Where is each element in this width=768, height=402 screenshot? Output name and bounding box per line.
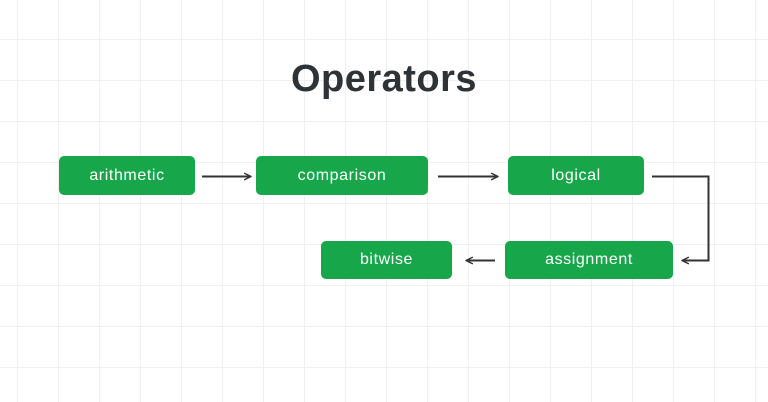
- node-assignment-label: assignment: [545, 251, 633, 268]
- node-assignment: assignment: [505, 241, 673, 279]
- node-arithmetic-label: arithmetic: [89, 166, 165, 184]
- diagram-title: Operators: [290, 58, 478, 100]
- node-logical-label: logical: [551, 166, 601, 184]
- node-logical: logical: [508, 156, 644, 195]
- node-bitwise-label: bitwise: [359, 251, 414, 268]
- node-comparison-label: comparison: [297, 166, 387, 184]
- node-comparison: comparison: [256, 156, 428, 195]
- node-arithmetic: arithmetic: [59, 156, 195, 195]
- node-bitwise: bitwise: [321, 241, 452, 279]
